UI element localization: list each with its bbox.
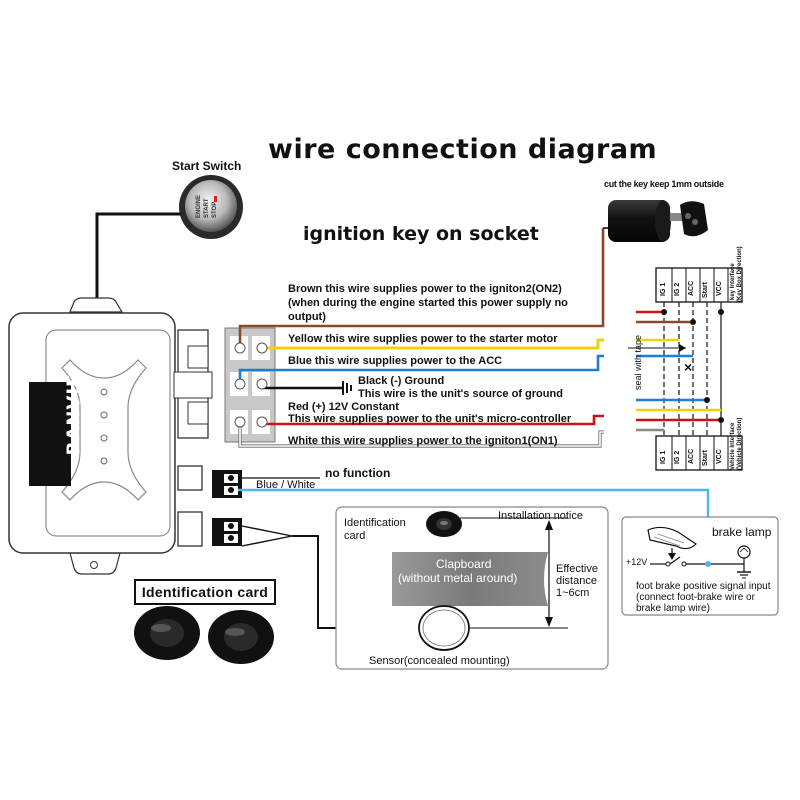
module-connector-main xyxy=(173,329,213,439)
red-wire-label-2: This wire supplies power to the unit's m… xyxy=(288,413,572,425)
keybox-top-vcc: VCC xyxy=(716,281,723,296)
connector-2pin-sensor xyxy=(212,518,242,546)
module-dot xyxy=(100,457,108,465)
installation-notice-box xyxy=(335,506,609,670)
connector-pins xyxy=(234,342,268,428)
brake-box xyxy=(621,516,779,616)
key-cylinder xyxy=(608,200,708,242)
module-brand: BANVIE xyxy=(63,373,85,456)
brake-note-2: (connect foot-brake wire or xyxy=(636,592,755,603)
brake-note-1: foot brake positive signal input xyxy=(636,581,771,592)
black-wire-label-1: Black (-) Ground xyxy=(358,375,445,387)
page-title: wire connection diagram xyxy=(268,134,658,165)
keybox-bottom-vcc: VCC xyxy=(716,449,723,464)
keybox-bottom-ig2: IG 2 xyxy=(674,450,681,464)
start-switch-text-1: ENGINE xyxy=(196,194,202,218)
module-brand-plate xyxy=(29,382,71,486)
wire-brown xyxy=(238,228,605,345)
red-wire-label-1: Red (+) 12V Constant xyxy=(288,401,399,413)
keybox-top-direction: (Key Box Direction) xyxy=(737,246,743,302)
id-card-small xyxy=(426,511,462,537)
module-dot xyxy=(100,434,108,442)
key-cylinder-note: cut the key keep 1mm outside xyxy=(604,179,724,189)
keybox-bottom-direction: (Vehicle Direction) xyxy=(737,417,743,470)
module-x-emboss xyxy=(61,359,147,501)
identification-card-fob-2 xyxy=(208,610,274,664)
keybox-top-ig1: IG 1 xyxy=(660,282,667,296)
connector-2pin-aux xyxy=(212,470,242,498)
blue-white-wire-label: Blue / White xyxy=(256,479,316,491)
wire-red xyxy=(262,414,604,426)
brake-voltage-label: +12V xyxy=(626,557,648,567)
keybox-top-ig2: IG 2 xyxy=(674,282,681,296)
identification-card-fob-1 xyxy=(134,606,200,660)
svg-text:×: × xyxy=(684,359,692,375)
white-wire-label: White this wire supplies power to the ig… xyxy=(288,435,558,447)
start-switch xyxy=(179,175,243,239)
blue-wire-label: Blue this wire supplies power to the ACC xyxy=(288,355,503,367)
start-switch-text-3: STOP xyxy=(212,201,218,218)
keybox-top-header: key Interface xyxy=(730,263,736,300)
black-wire-label-2: This wire is the unit's source of ground xyxy=(358,388,563,400)
start-switch-wire xyxy=(95,212,181,318)
module-dot xyxy=(100,411,108,419)
page-subtitle: ignition key on socket xyxy=(303,223,539,245)
yellow-wire-label: Yellow this wire supplies power to the s… xyxy=(288,333,558,345)
sensor-wire-split xyxy=(241,525,293,547)
keybox-bottom-acc: ACC xyxy=(688,448,695,464)
module-mount-hole xyxy=(90,561,98,569)
key-box-interface: × xyxy=(628,267,743,471)
identification-card-label: Identification card xyxy=(134,579,276,605)
sensor-coil xyxy=(418,605,470,651)
brown-wire-label-2: (when during the engine started this pow… xyxy=(288,297,568,309)
ground-symbol xyxy=(342,381,352,395)
clapboard-label-2: (without metal around) xyxy=(398,571,518,585)
keybox-bottom-header: Vehicle Interface xyxy=(730,422,736,470)
keybox-top-acc: ACC xyxy=(688,280,695,296)
brake-lamp-label: brake lamp xyxy=(712,525,772,539)
sensor-label: Sensor(concealed mounting) xyxy=(369,655,510,667)
keybox-top-start: Start xyxy=(702,282,709,298)
module-connector-aux xyxy=(177,465,203,491)
installation-notice-label: Installation notice xyxy=(498,510,583,522)
control-module xyxy=(8,297,176,575)
start-switch-label: Start Switch xyxy=(172,159,242,173)
seal-with-tape-note: seal with tape xyxy=(633,334,643,390)
wire-yellow xyxy=(262,338,604,350)
brown-wire-label-3: output) xyxy=(288,311,326,323)
module-dot xyxy=(100,388,108,396)
brown-wire-label-1: Brown this wire supplies power to the ig… xyxy=(288,283,562,295)
start-switch-text-2: START xyxy=(204,198,210,218)
module-connector-sensor xyxy=(177,511,203,547)
clapboard-label-1: Clapboard xyxy=(436,557,492,571)
no-function-label: no function xyxy=(325,466,391,480)
keybox-bottom-start: Start xyxy=(702,450,709,466)
distance-label-1: Effective xyxy=(556,563,598,575)
start-switch-led xyxy=(214,196,217,202)
brake-pedal-icon xyxy=(647,526,697,550)
distance-label-2: distance xyxy=(556,575,597,587)
wire-white xyxy=(239,420,604,447)
wire-blue xyxy=(238,354,604,384)
distance-label-3: 1~6cm xyxy=(556,587,590,599)
brake-lamp-icon xyxy=(737,545,751,559)
id-card-small-label-2: card xyxy=(344,530,366,542)
clapboard-panel xyxy=(392,552,548,606)
start-switch-face xyxy=(185,180,237,232)
keybox-bottom-ig1: IG 1 xyxy=(660,450,667,464)
brake-note-3: brake lamp wire) xyxy=(636,603,710,614)
id-card-small-label-1: Identification xyxy=(344,517,406,529)
